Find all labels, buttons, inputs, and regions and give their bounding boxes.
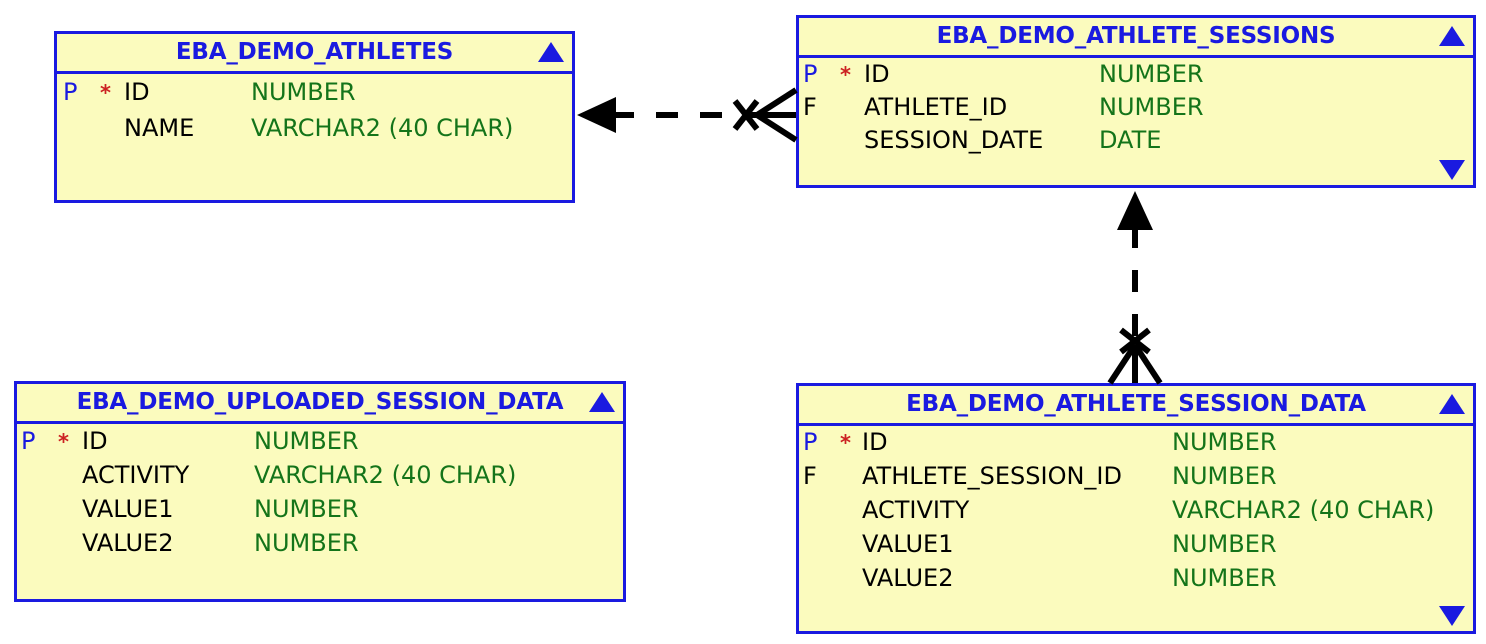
entity-title: EBA_DEMO_UPLOADED_SESSION_DATA: [76, 389, 564, 415]
attribute-row[interactable]: F ATHLETE_ID NUMBER: [799, 93, 1473, 129]
entity-header: EBA_DEMO_ATHLETES: [57, 34, 572, 74]
attribute-row[interactable]: P * ID NUMBER: [57, 78, 572, 114]
attribute-row[interactable]: ACTIVITY VARCHAR2 (40 CHAR): [17, 461, 623, 497]
entity-eba-demo-uploaded-session-data[interactable]: EBA_DEMO_UPLOADED_SESSION_DATA P * ID NU…: [14, 381, 626, 602]
attribute-row[interactable]: VALUE2 NUMBER: [17, 529, 623, 565]
attribute-type: NUMBER: [254, 427, 359, 455]
solid-arrowhead-icon: [577, 97, 616, 133]
attribute-type: NUMBER: [1172, 564, 1277, 592]
triangle-down-icon[interactable]: [1439, 606, 1465, 626]
attribute-row[interactable]: ACTIVITY VARCHAR2 (40 CHAR): [799, 496, 1473, 532]
attribute-name: ID: [862, 428, 888, 456]
attribute-name: ACTIVITY: [862, 496, 970, 524]
attribute-name: VALUE2: [862, 564, 954, 592]
attribute-name: ID: [864, 60, 890, 88]
entity-title: EBA_DEMO_ATHLETES: [175, 39, 454, 65]
triangle-up-icon[interactable]: [1439, 394, 1465, 414]
attribute-row[interactable]: P * ID NUMBER: [799, 428, 1473, 464]
x-marker-icon: [732, 99, 760, 131]
attribute-name: NAME: [124, 114, 195, 142]
attribute-type: NUMBER: [1172, 428, 1277, 456]
relationship-athletes-to-sessions[interactable]: [577, 87, 798, 143]
attribute-row[interactable]: P * ID NUMBER: [17, 427, 623, 463]
attribute-required-marker: *: [840, 63, 851, 87]
entity-title: EBA_DEMO_ATHLETE_SESSIONS: [936, 23, 1336, 49]
attribute-required-marker: *: [840, 431, 851, 455]
attribute-key-flag: F: [803, 462, 817, 490]
attribute-key-flag: F: [803, 93, 817, 121]
relationship-sessions-to-session-data[interactable]: [1107, 191, 1163, 385]
attribute-name: ATHLETE_ID: [864, 93, 1008, 121]
attribute-row[interactable]: VALUE1 NUMBER: [799, 530, 1473, 566]
attribute-required-marker: *: [58, 430, 69, 454]
attribute-name: VALUE2: [82, 529, 174, 557]
entity-attribute-list: P * ID NUMBER F ATHLETE_ID NUMBER SESSIO…: [799, 58, 1473, 185]
attribute-type: VARCHAR2 (40 CHAR): [1172, 496, 1435, 524]
entity-title: EBA_DEMO_ATHLETE_SESSION_DATA: [906, 391, 1366, 417]
attribute-name: ACTIVITY: [82, 461, 190, 489]
attribute-type: NUMBER: [1172, 462, 1277, 490]
attribute-type: NUMBER: [251, 78, 356, 106]
attribute-type: NUMBER: [254, 495, 359, 523]
attribute-key-flag: P: [63, 78, 78, 106]
entity-header: EBA_DEMO_ATHLETE_SESSION_DATA: [799, 386, 1473, 426]
triangle-up-icon[interactable]: [589, 392, 615, 412]
attribute-name: SESSION_DATE: [864, 126, 1044, 154]
attribute-type: VARCHAR2 (40 CHAR): [251, 114, 514, 142]
attribute-key-flag: P: [803, 428, 818, 456]
entity-header: EBA_DEMO_ATHLETE_SESSIONS: [799, 18, 1473, 58]
attribute-row[interactable]: P * ID NUMBER: [799, 60, 1473, 96]
attribute-key-flag: P: [803, 60, 818, 88]
attribute-name: VALUE1: [82, 495, 174, 523]
entity-eba-demo-athlete-sessions[interactable]: EBA_DEMO_ATHLETE_SESSIONS P * ID NUMBER …: [796, 15, 1476, 188]
attribute-row[interactable]: NAME VARCHAR2 (40 CHAR): [57, 114, 572, 150]
attribute-type: DATE: [1099, 126, 1162, 154]
attribute-type: NUMBER: [1099, 93, 1204, 121]
attribute-row[interactable]: F ATHLETE_SESSION_ID NUMBER: [799, 462, 1473, 498]
crows-foot-icon: [755, 87, 798, 143]
solid-arrowhead-icon: [1117, 191, 1153, 230]
attribute-row[interactable]: VALUE2 NUMBER: [799, 564, 1473, 600]
triangle-up-icon[interactable]: [538, 42, 564, 62]
attribute-name: VALUE1: [862, 530, 954, 558]
entity-eba-demo-athletes[interactable]: EBA_DEMO_ATHLETES P * ID NUMBER NAME VAR…: [54, 31, 575, 203]
entity-attribute-list: P * ID NUMBER ACTIVITY VARCHAR2 (40 CHAR…: [17, 424, 623, 599]
entity-header: EBA_DEMO_UPLOADED_SESSION_DATA: [17, 384, 623, 424]
attribute-required-marker: *: [100, 81, 111, 105]
attribute-row[interactable]: SESSION_DATE DATE: [799, 126, 1473, 162]
attribute-type: NUMBER: [1099, 60, 1204, 88]
attribute-type: NUMBER: [254, 529, 359, 557]
x-marker-icon: [1119, 327, 1151, 355]
attribute-name: ID: [82, 427, 108, 455]
attribute-type: VARCHAR2 (40 CHAR): [254, 461, 517, 489]
attribute-name: ID: [124, 78, 150, 106]
entity-attribute-list: P * ID NUMBER NAME VARCHAR2 (40 CHAR): [57, 74, 572, 200]
entity-attribute-list: P * ID NUMBER F ATHLETE_SESSION_ID NUMBE…: [799, 426, 1473, 631]
entity-eba-demo-athlete-session-data[interactable]: EBA_DEMO_ATHLETE_SESSION_DATA P * ID NUM…: [796, 383, 1476, 634]
triangle-down-icon[interactable]: [1439, 160, 1465, 180]
attribute-type: NUMBER: [1172, 530, 1277, 558]
triangle-up-icon[interactable]: [1439, 26, 1465, 46]
attribute-row[interactable]: VALUE1 NUMBER: [17, 495, 623, 531]
attribute-key-flag: P: [21, 427, 36, 455]
crows-foot-icon: [1107, 343, 1163, 385]
attribute-name: ATHLETE_SESSION_ID: [862, 462, 1122, 490]
